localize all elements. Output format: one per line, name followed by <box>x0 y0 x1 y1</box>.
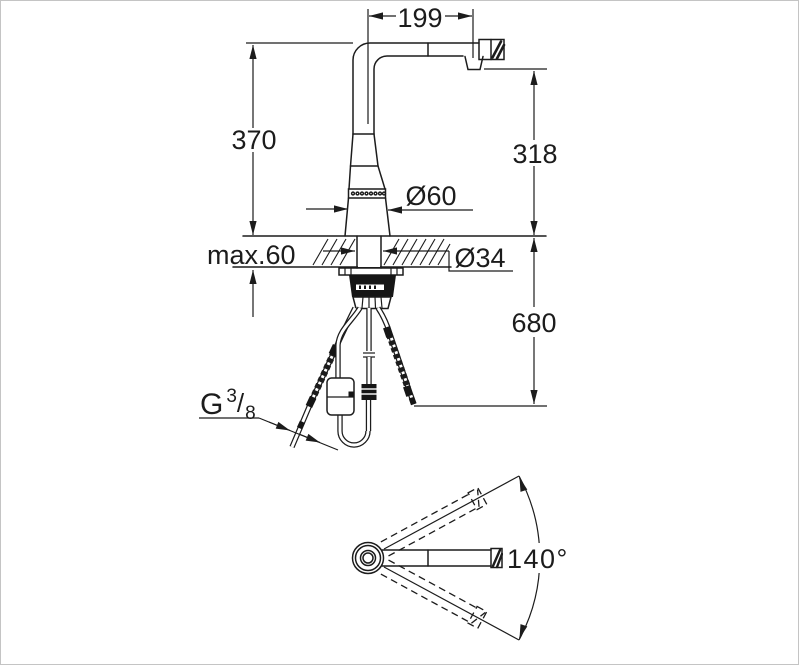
countertop <box>232 235 547 269</box>
hoses <box>289 306 417 449</box>
dim-label-total-height: 370 <box>231 125 276 155</box>
plan-swivel-view: 140° <box>351 475 569 641</box>
swivel-angle-dimension: 140° <box>383 475 569 641</box>
ring-band-dots <box>350 191 387 196</box>
dim-hose-drop: 680 <box>414 238 557 407</box>
dim-spout-height: 318 <box>484 68 558 235</box>
dim-label-hole-diameter: Ø34 <box>454 243 505 273</box>
swivel-arm-lower <box>380 559 488 630</box>
dim-label-swivel-angle: 140° <box>507 544 569 574</box>
dim-label-deck-thickness: max.60 <box>207 240 296 270</box>
dim-label-base-diameter: Ø60 <box>405 181 456 211</box>
faucet-outline <box>344 38 506 237</box>
dim-label-hose-drop: 680 <box>511 308 556 338</box>
dim-hole-diameter: Ø34 <box>323 243 513 273</box>
swivel-arm-upper <box>380 486 488 557</box>
dim-deck-thickness: max.60 <box>207 240 296 317</box>
dim-total-height: 370 <box>231 42 353 235</box>
countertop-hatching <box>312 238 451 266</box>
mounting-hardware <box>338 267 404 310</box>
dim-label-spout-height: 318 <box>512 139 557 169</box>
dim-label-spout-reach: 199 <box>397 3 442 33</box>
left-supply-braid <box>309 350 337 402</box>
plan-faucet-base <box>351 541 504 575</box>
dim-spout-reach: 199 <box>367 3 474 124</box>
spray-hose-connector <box>361 384 377 400</box>
side-elevation-view: 199 370 max.60 Ø60 Ø34 <box>199 3 558 451</box>
right-supply-braid <box>385 332 412 390</box>
dim-base-diameter: Ø60 <box>306 181 473 214</box>
